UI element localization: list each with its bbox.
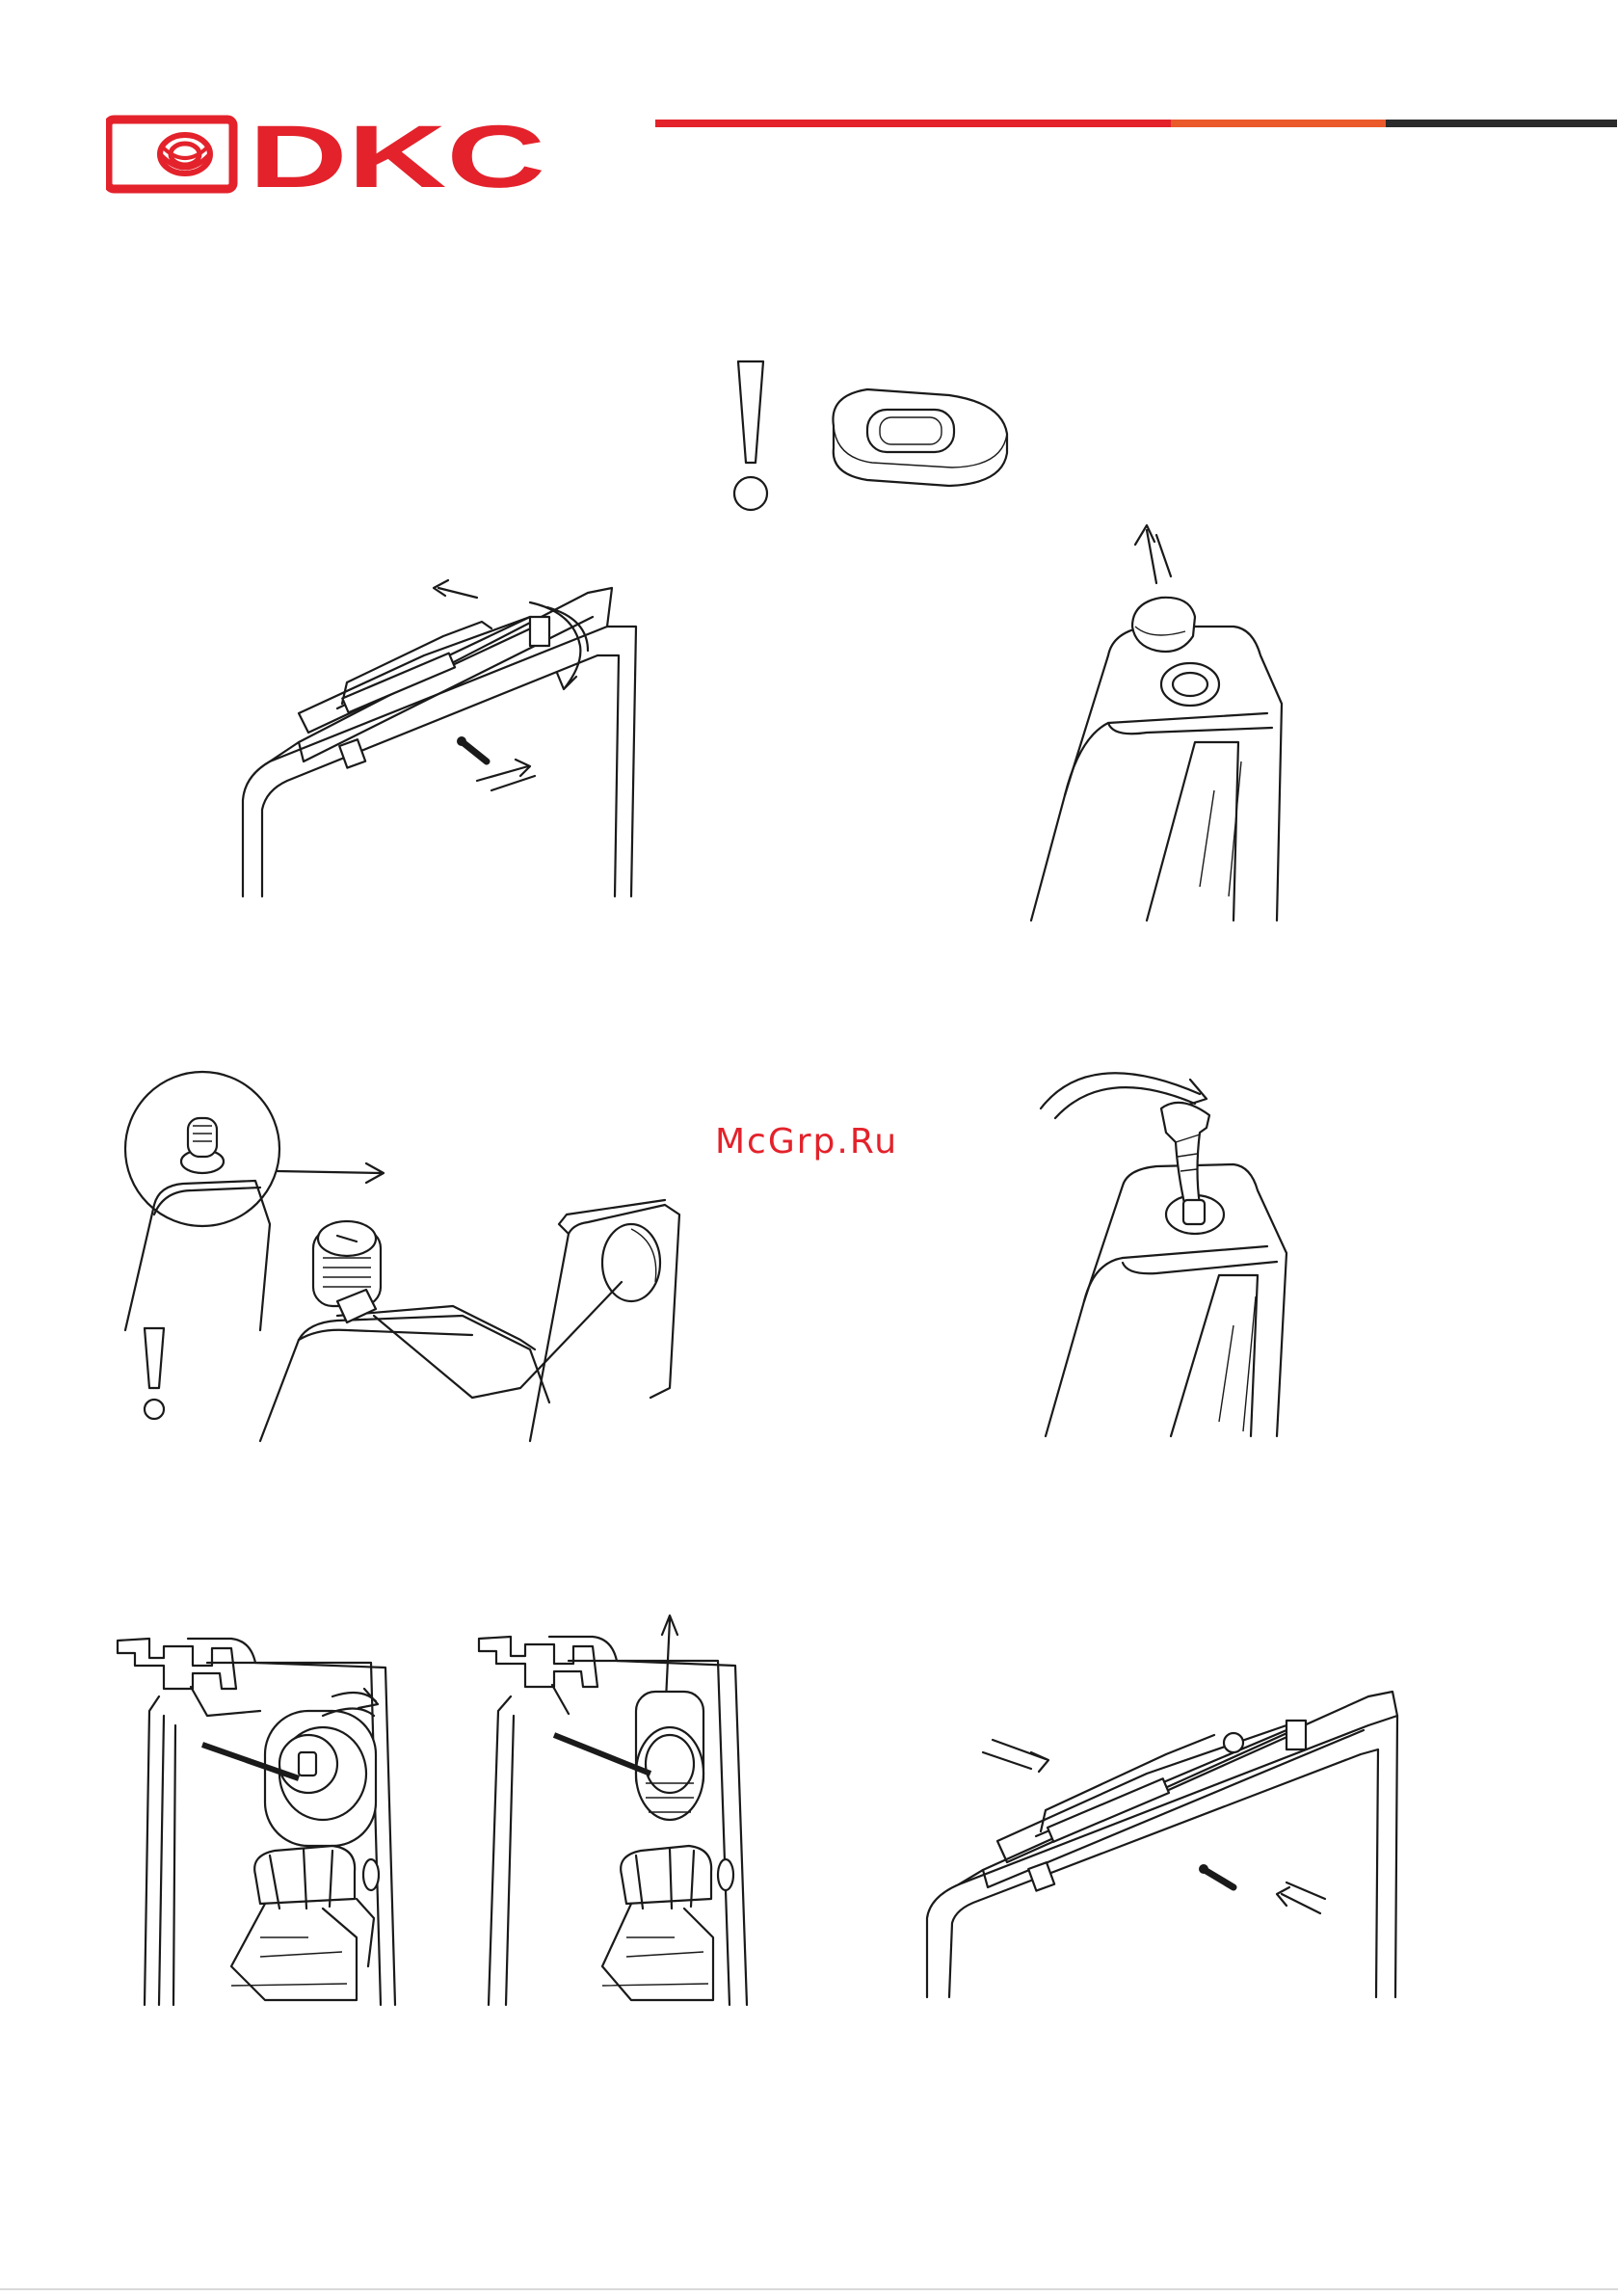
figure-5 bbox=[116, 1619, 443, 2005]
screw-icon bbox=[457, 736, 487, 761]
logo-text: DKC bbox=[249, 114, 545, 197]
washer-warning-group bbox=[723, 357, 1021, 521]
rule-segment-orange bbox=[1171, 120, 1386, 127]
latch-slot bbox=[530, 617, 549, 646]
figure-4 bbox=[1031, 1055, 1311, 1441]
arrow-icon bbox=[1135, 525, 1171, 583]
screw-icon bbox=[1199, 1864, 1233, 1887]
rule-segment-red bbox=[655, 120, 1171, 127]
cap-icon bbox=[1132, 598, 1195, 652]
figure-2 bbox=[1021, 521, 1330, 925]
warning-icon bbox=[734, 361, 767, 510]
warning-icon bbox=[145, 1328, 164, 1419]
figure-1 bbox=[241, 569, 646, 906]
figure-3 bbox=[106, 1070, 800, 1446]
rule-segment-dark bbox=[1386, 120, 1617, 127]
washer-icon bbox=[833, 389, 1007, 486]
figure-6 bbox=[477, 1610, 776, 2005]
footer-line bbox=[0, 2288, 1618, 2290]
header-rule bbox=[655, 120, 1617, 127]
figure-7 bbox=[925, 1639, 1407, 2005]
lock-cylinder bbox=[313, 1221, 381, 1322]
watermark: McGrp.Ru bbox=[715, 1122, 898, 1161]
dkc-logo: DKC bbox=[106, 114, 549, 197]
